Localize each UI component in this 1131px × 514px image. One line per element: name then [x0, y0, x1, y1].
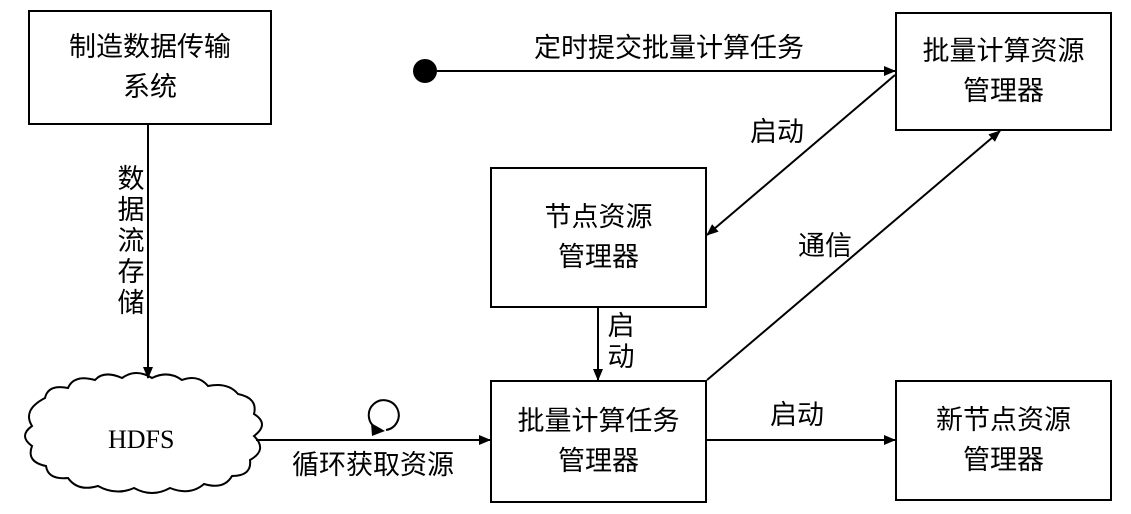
scheduled-submit-label: 定时提交批量计算任务	[534, 33, 804, 64]
hdfs-label: HDFS	[108, 425, 175, 454]
new-node-resource-manager-line2: 管理器	[963, 444, 1044, 476]
manufacturing-system-line1: 制造数据传输	[69, 31, 231, 63]
start-new-node-label: 启动	[770, 400, 824, 431]
arrow-start-node-manager	[706, 74, 896, 236]
start-node-manager-label: 启动	[750, 117, 804, 148]
new-node-resource-manager-box: 新节点资源 管理器	[895, 380, 1112, 501]
node-resource-manager-line1: 节点资源	[544, 201, 653, 233]
communication-label: 通信	[798, 231, 852, 262]
arrow-communication	[706, 130, 1001, 381]
data-stream-storage-char-4: 存	[117, 257, 145, 288]
hdfs-cloud-shape	[24, 372, 263, 494]
data-stream-storage-char-3: 流	[117, 226, 145, 257]
batch-task-manager-line1: 批量计算任务	[517, 405, 680, 437]
start-task-manager-char-1: 启	[607, 311, 635, 342]
data-stream-storage-label: 数 据 流 存 储	[116, 164, 146, 319]
batch-task-manager-line2: 管理器	[558, 445, 639, 477]
node-resource-manager-line2: 管理器	[558, 241, 639, 273]
loop-icon	[367, 399, 400, 431]
data-stream-storage-char-1: 数	[117, 164, 145, 195]
data-stream-storage-char-2: 据	[117, 195, 145, 226]
data-stream-storage-char-5: 储	[117, 288, 145, 319]
new-node-resource-manager-line1: 新节点资源	[936, 404, 1071, 436]
start-task-manager-label: 启 动	[606, 311, 636, 373]
batch-resource-manager-line1: 批量计算资源	[922, 35, 1085, 67]
batch-task-manager-box: 批量计算任务 管理器	[490, 380, 707, 503]
loop-icon-head	[371, 423, 385, 436]
batch-resource-manager-box: 批量计算资源 管理器	[895, 12, 1112, 131]
manufacturing-system-line2: 系统	[123, 71, 177, 103]
manufacturing-system-box: 制造数据传输 系统	[28, 10, 272, 125]
start-dot	[413, 59, 437, 83]
loop-fetch-resource-label: 循环获取资源	[292, 450, 454, 481]
node-resource-manager-box: 节点资源 管理器	[490, 167, 707, 308]
batch-resource-manager-line2: 管理器	[963, 75, 1044, 107]
start-task-manager-char-2: 动	[607, 342, 635, 373]
